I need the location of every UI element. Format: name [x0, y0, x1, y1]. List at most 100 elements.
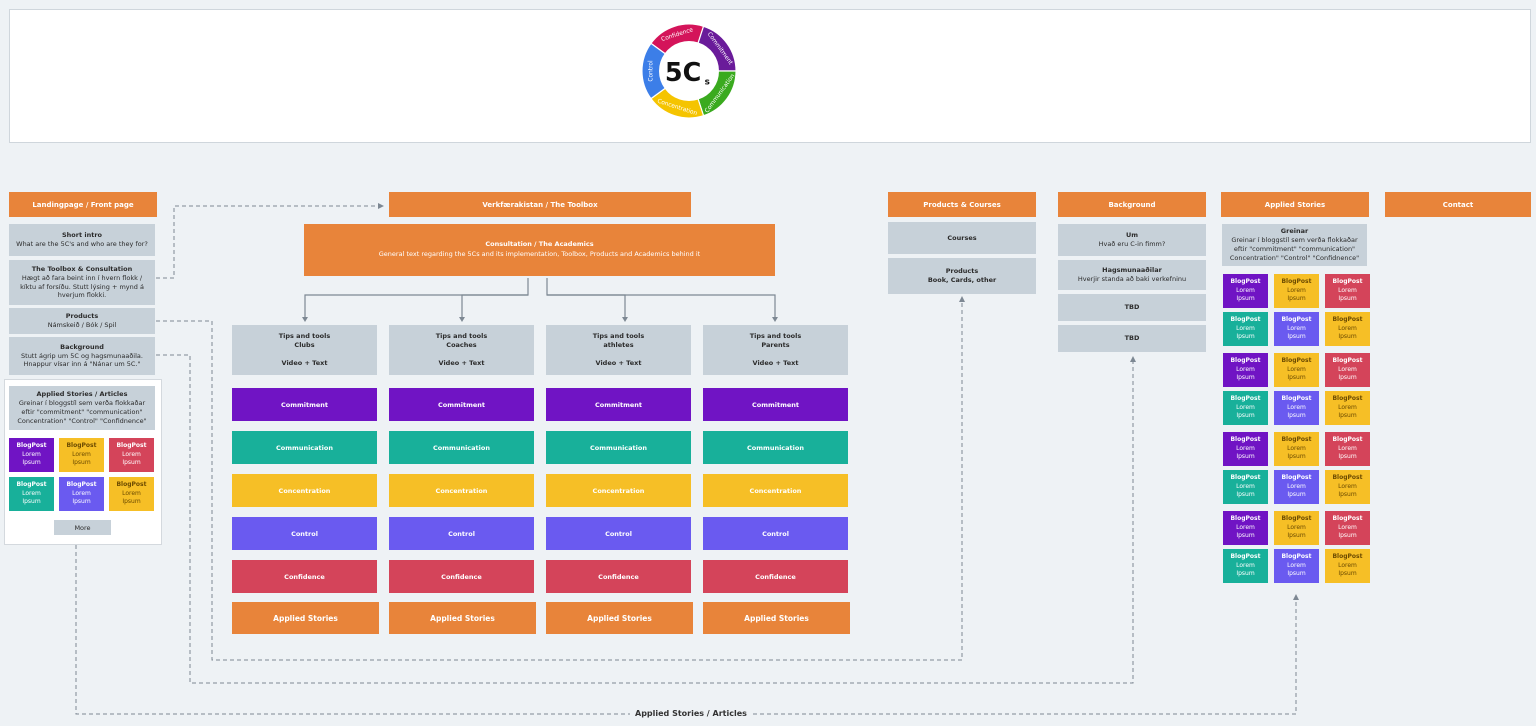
blogpost-tile-line2: Ipsum [1338, 491, 1357, 499]
blogpost-tile-line2: Ipsum [1287, 453, 1306, 461]
category-applied-stories[interactable]: Applied Stories [703, 602, 850, 634]
category-applied-stories[interactable]: Applied Stories [546, 602, 693, 634]
category-control[interactable]: Control [232, 517, 377, 550]
tips-audience: Clubs [294, 341, 315, 350]
category-commitment[interactable]: Commitment [546, 388, 691, 421]
blogpost-tile-line2: Ipsum [1338, 333, 1357, 341]
blogpost-tile-title: BlogPost [1332, 553, 1363, 561]
blogpost-tile-line1: Lorem [1338, 286, 1357, 294]
more-button[interactable]: More [54, 520, 111, 535]
blogpost-tile-line1: Lorem [1338, 365, 1357, 373]
blogpost-tile-title: BlogPost [16, 481, 47, 489]
logo-label-control: Control [648, 60, 654, 82]
category-communication[interactable]: Communication [546, 431, 691, 464]
blogpost-tile-title: BlogPost [1230, 436, 1261, 444]
blogpost-tile-title: BlogPost [1332, 395, 1363, 403]
landing-header: Landingpage / Front page [9, 192, 157, 217]
blogpost-tile-title: BlogPost [1281, 474, 1312, 482]
category-commitment[interactable]: Commitment [389, 388, 534, 421]
blogpost-tile-line2: Ipsum [1287, 295, 1306, 303]
category-concentration[interactable]: Concentration [232, 474, 377, 507]
category-control[interactable]: Control [703, 517, 848, 550]
category-control[interactable]: Control [389, 517, 534, 550]
category-applied-stories[interactable]: Applied Stories [389, 602, 536, 634]
blogpost-tile-line2: Ipsum [1236, 532, 1255, 540]
tips-subtitle: Video + Text [281, 358, 328, 367]
blogpost-tile-line2: Ipsum [22, 498, 41, 506]
blogpost-tile-line1: Lorem [1287, 444, 1306, 452]
blogpost-tile-line2: Ipsum [1236, 333, 1255, 341]
blogpost-tile-line1: Lorem [72, 489, 91, 497]
blogpost-tile-line1: Lorem [1338, 482, 1357, 490]
blogpost-tile-line1: Lorem [1287, 286, 1306, 294]
tips-title: Tips and tools [592, 332, 645, 341]
category-confidence[interactable]: Confidence [703, 560, 848, 593]
um-text: Hvað eru C-in fimm? [1098, 240, 1166, 248]
blogpost-tile-line1: Lorem [1287, 523, 1306, 531]
category-communication[interactable]: Communication [389, 431, 534, 464]
blogpost-tile-line1: Lorem [1236, 403, 1255, 411]
category-concentration[interactable]: Concentration [389, 474, 534, 507]
category-confidence[interactable]: Confidence [546, 560, 691, 593]
blogpost-tile-title: BlogPost [1332, 515, 1363, 523]
short-intro-text: What are the 5C's and who are they for? [16, 240, 148, 248]
category-applied-stories[interactable]: Applied Stories [232, 602, 379, 634]
category-communication[interactable]: Communication [232, 431, 377, 464]
category-confidence[interactable]: Confidence [389, 560, 534, 593]
category-concentration[interactable]: Concentration [703, 474, 848, 507]
blogpost-tile-title: BlogPost [16, 442, 47, 450]
category-concentration[interactable]: Concentration [546, 474, 691, 507]
blogpost-tile-title: BlogPost [1230, 316, 1261, 324]
products-title: Products [945, 267, 979, 276]
blogpost-tile-line1: Lorem [1338, 403, 1357, 411]
blogpost-tile-line2: Ipsum [1236, 412, 1255, 420]
category-communication[interactable]: Communication [703, 431, 848, 464]
tips-subtitle: Video + Text [595, 358, 642, 367]
blogpost-tile-line2: Ipsum [122, 498, 141, 506]
category-confidence[interactable]: Confidence [232, 560, 377, 593]
category-commitment[interactable]: Commitment [703, 388, 848, 421]
blogpost-tile-line1: Lorem [1236, 324, 1255, 332]
blogpost-tile-title: BlogPost [1332, 436, 1363, 444]
category-commitment[interactable]: Commitment [232, 388, 377, 421]
toolbox-header: Verkfærakistan / The Toolbox [389, 192, 691, 217]
tips-title: Tips and tools [278, 332, 331, 341]
blogpost-tile-line2: Ipsum [1287, 333, 1306, 341]
category-control[interactable]: Control [546, 517, 691, 550]
blogpost-tile-title: BlogPost [1332, 316, 1363, 324]
blogpost-tile-line1: Lorem [22, 489, 41, 497]
blogpost-tile-title: BlogPost [1230, 357, 1261, 365]
toolbox-consultation-title: The Toolbox & Consultation [31, 264, 133, 273]
